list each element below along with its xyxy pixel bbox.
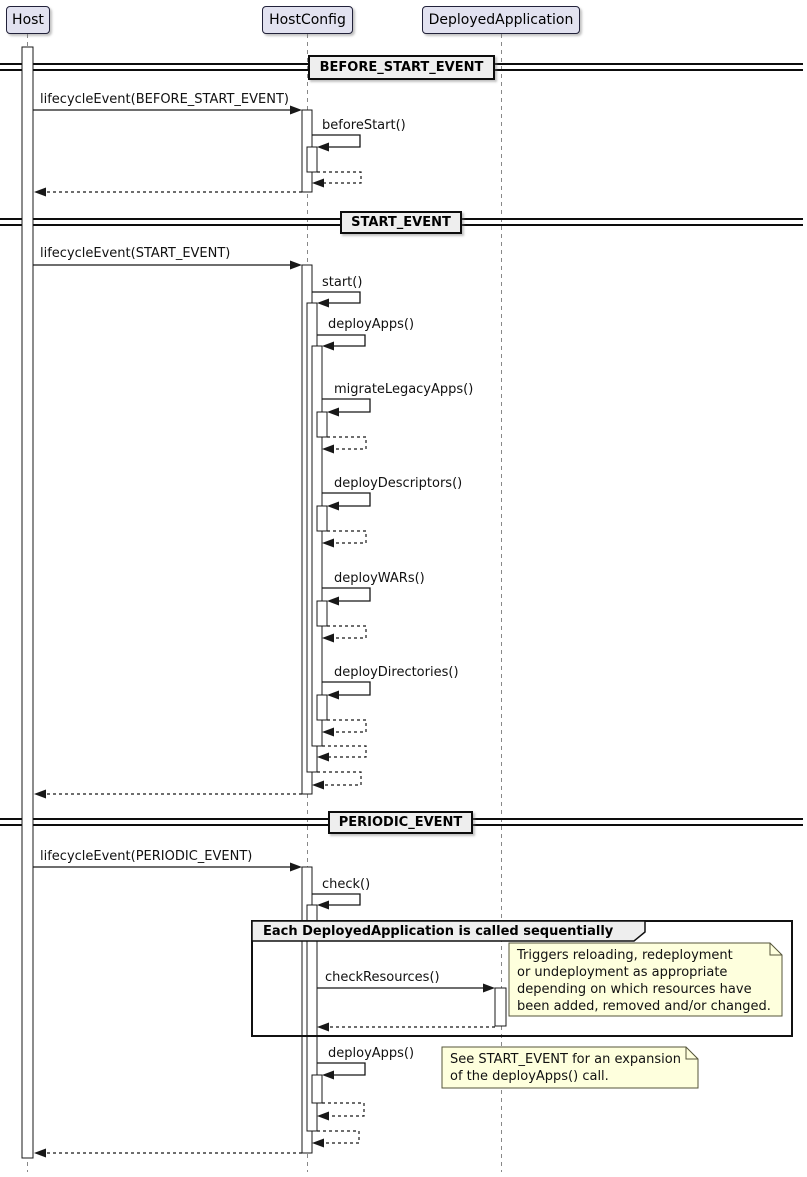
activation-deploywars [316, 600, 328, 627]
call-arrows [33, 109, 483, 1076]
group-header [251, 920, 646, 942]
message-checkresources: checkResources() [325, 970, 440, 985]
message-migratelegacyapps: migrateLegacyApps() [334, 382, 474, 397]
divider-lines [0, 63, 803, 826]
message-beforestart: beforeStart() [322, 118, 406, 133]
note-fold-2 [685, 1047, 698, 1060]
note-shapes [441, 942, 783, 1089]
message-deploywars: deployWARs() [334, 571, 425, 586]
note-shape-1 [508, 942, 783, 1017]
divider-start-event: START_EVENT [340, 211, 462, 234]
host-activation [21, 46, 34, 1159]
activation-bars [21, 46, 507, 1159]
message-deploydirectories: deployDirectories() [334, 665, 459, 680]
lifelines [27, 34, 502, 1172]
message-deploydescriptors: deployDescriptors() [334, 476, 463, 491]
participant-deployedapplication: DeployedApplication [422, 6, 580, 34]
message-deployapps: deployApps() [328, 317, 415, 332]
arrowheads [34, 105, 495, 1158]
message-check: check() [322, 877, 371, 892]
message-lifecycleevent-periodic: lifecycleEvent(PERIODIC_EVENT) [40, 849, 253, 864]
note-deployapps: See START_EVENT for an expansion of the … [450, 1052, 681, 1084]
activation-deploydirectories [316, 694, 328, 721]
participant-host: Host [6, 6, 50, 34]
group-frame [251, 920, 793, 1037]
message-start: start() [322, 275, 363, 290]
divider-before-start-event: BEFORE_START_EVENT [308, 55, 495, 80]
message-lifecycleevent-before-start: lifecycleEvent(BEFORE_START_EVENT) [40, 92, 289, 107]
message-lifecycleevent-start: lifecycleEvent(START_EVENT) [40, 246, 231, 261]
return-arrows [46, 171, 495, 1154]
note-checkresources: Triggers reloading, redeployment or unde… [517, 948, 771, 1014]
group-title: Each DeployedApplication is called seque… [263, 924, 614, 939]
activation-checkresources-target [494, 987, 507, 1027]
activation-beforestart [306, 146, 318, 173]
message-deployapps-2: deployApps() [328, 1046, 415, 1061]
activation-deployapps [311, 345, 323, 747]
participant-hostconfig: HostConfig [262, 6, 353, 34]
activation-deployapps-2 [311, 1074, 323, 1104]
note-shape-2 [441, 1046, 699, 1089]
divider-periodic-event: PERIODIC_EVENT [328, 811, 473, 834]
activation-deploydescriptors [316, 505, 328, 532]
activation-check [306, 904, 318, 1132]
note-fold-1 [769, 943, 782, 956]
activation-migratelegacyapps [316, 411, 328, 438]
